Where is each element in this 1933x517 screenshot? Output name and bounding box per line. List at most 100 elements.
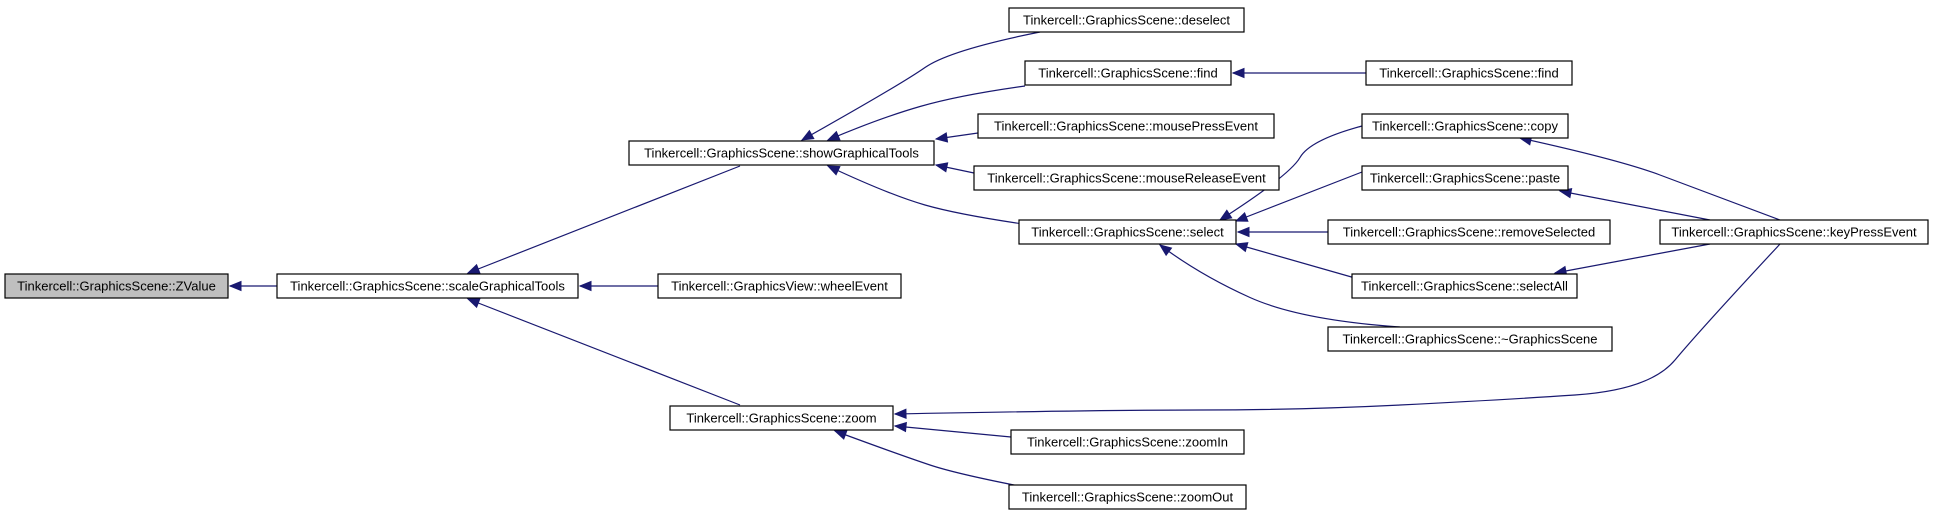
- edge-copy-to-select: [1218, 125, 1363, 221]
- arrowhead-icon: [1234, 211, 1249, 222]
- node-destructor[interactable]: Tinkercell::GraphicsScene::~GraphicsScen…: [1327, 326, 1613, 352]
- node-box[interactable]: [669, 405, 894, 431]
- edge-select-to-showGraphicalTools: [826, 165, 1031, 226]
- edge-line: [1219, 125, 1363, 221]
- edge-line: [894, 243, 1781, 415]
- edge-line: [1559, 190, 1711, 221]
- node-label: Tinkercell::GraphicsScene::zoom: [686, 411, 876, 426]
- node-label: Tinkercell::GraphicsScene::mouseReleaseE…: [987, 171, 1266, 186]
- node-label: Tinkercell::GraphicsScene::find: [1038, 66, 1217, 81]
- edge-line: [1159, 244, 1401, 328]
- node-showGraphicalTools[interactable]: Tinkercell::GraphicsScene::showGraphical…: [628, 140, 935, 166]
- edge-line: [1554, 243, 1711, 274]
- node-box[interactable]: [1361, 113, 1569, 139]
- edge-line: [894, 425, 1012, 438]
- node-box[interactable]: [657, 273, 902, 299]
- edge-keyPressEvent-to-paste: [1558, 188, 1711, 221]
- arrowhead-icon: [826, 165, 841, 176]
- node-box[interactable]: [1361, 165, 1569, 191]
- edge-wheelEvent-to-scaleGraphicalTools: [578, 280, 658, 292]
- node-mousePressEvent[interactable]: Tinkercell::GraphicsScene::mousePressEve…: [977, 113, 1275, 139]
- node-label: Tinkercell::GraphicsScene::scaleGraphica…: [290, 279, 565, 294]
- edge-line: [467, 165, 741, 274]
- node-box[interactable]: [1659, 219, 1929, 245]
- node-box[interactable]: [1018, 219, 1237, 245]
- node-zoomOut[interactable]: Tinkercell::GraphicsScene::zoomOut: [1008, 484, 1247, 510]
- node-label: Tinkercell::GraphicsScene::selectAll: [1361, 279, 1568, 294]
- node-box[interactable]: [1008, 484, 1247, 510]
- node-zoom[interactable]: Tinkercell::GraphicsScene::zoom: [669, 405, 894, 431]
- node-label: Tinkercell::GraphicsScene::zoomIn: [1027, 435, 1228, 450]
- arrowhead-icon: [893, 408, 907, 420]
- node-keyPressEvent[interactable]: Tinkercell::GraphicsScene::keyPressEvent: [1659, 219, 1929, 245]
- node-select[interactable]: Tinkercell::GraphicsScene::select: [1018, 219, 1237, 245]
- node-mouseReleaseEvent[interactable]: Tinkercell::GraphicsScene::mouseReleaseE…: [973, 165, 1280, 191]
- node-selectAll[interactable]: Tinkercell::GraphicsScene::selectAll: [1351, 273, 1578, 299]
- node-paste[interactable]: Tinkercell::GraphicsScene::paste: [1361, 165, 1569, 191]
- edge-line: [827, 85, 1026, 141]
- node-box[interactable]: [1024, 60, 1232, 86]
- edge-line: [1519, 137, 1781, 221]
- node-find2[interactable]: Tinkercell::GraphicsScene::find: [1365, 60, 1573, 86]
- edge-mousePressEvent-to-showGraphicalTools: [934, 132, 979, 143]
- node-box[interactable]: [1327, 326, 1613, 352]
- arrowhead-icon: [466, 298, 481, 309]
- edge-removeSelected-to-select: [1236, 226, 1328, 238]
- node-zvalue[interactable]: Tinkercell::GraphicsScene::ZValue: [4, 273, 229, 299]
- node-label: Tinkercell::GraphicsScene::removeSelecte…: [1343, 225, 1595, 240]
- node-label: Tinkercell::GraphicsScene::ZValue: [17, 279, 216, 294]
- arrowhead-icon: [934, 162, 949, 173]
- node-box[interactable]: [973, 165, 1280, 191]
- arrowhead-icon: [466, 263, 481, 274]
- node-box[interactable]: [1010, 429, 1245, 455]
- edge-showGraphicalTools-to-scaleGraphicalTools: [466, 165, 741, 274]
- arrowhead-icon: [1158, 244, 1173, 257]
- node-box[interactable]: [4, 273, 229, 299]
- node-label: Tinkercell::GraphicsScene::~GraphicsScen…: [1343, 332, 1598, 347]
- node-box[interactable]: [1351, 273, 1578, 299]
- arrowhead-icon: [800, 129, 815, 141]
- edge-line: [827, 165, 1031, 226]
- node-label: Tinkercell::GraphicsScene::find: [1379, 66, 1558, 81]
- edge-find2-to-find1: [1231, 67, 1366, 79]
- arrowhead-icon: [934, 132, 949, 143]
- node-box[interactable]: [1365, 60, 1573, 86]
- node-zoomIn[interactable]: Tinkercell::GraphicsScene::zoomIn: [1010, 429, 1245, 455]
- node-removeSelected[interactable]: Tinkercell::GraphicsScene::removeSelecte…: [1327, 219, 1611, 245]
- edge-deselect-to-showGraphicalTools: [800, 31, 1041, 141]
- arrowhead-icon: [1234, 242, 1249, 253]
- edge-destructor-to-select: [1158, 244, 1401, 328]
- edge-zoomOut-to-zoom: [833, 430, 1041, 491]
- edge-line: [1235, 243, 1363, 281]
- node-label: Tinkercell::GraphicsScene::keyPressEvent: [1671, 225, 1917, 240]
- node-box[interactable]: [977, 113, 1275, 139]
- arrowhead-icon: [1231, 67, 1245, 79]
- node-scaleGraphicalTools[interactable]: Tinkercell::GraphicsScene::scaleGraphica…: [276, 273, 579, 299]
- arrowhead-icon: [826, 130, 841, 141]
- node-label: Tinkercell::GraphicsScene::select: [1031, 225, 1224, 240]
- node-box[interactable]: [1327, 219, 1611, 245]
- node-label: Tinkercell::GraphicsView::wheelEvent: [671, 279, 888, 294]
- arrowhead-icon: [893, 421, 907, 433]
- edge-keyPressEvent-to-selectAll: [1553, 243, 1711, 277]
- edge-line: [467, 298, 741, 406]
- node-label: Tinkercell::GraphicsScene::showGraphical…: [644, 146, 919, 161]
- node-box[interactable]: [1008, 7, 1245, 33]
- edge-keyPressEvent-to-zoom: [893, 243, 1781, 420]
- node-box[interactable]: [628, 140, 935, 166]
- node-box[interactable]: [276, 273, 579, 299]
- node-wheelEvent[interactable]: Tinkercell::GraphicsView::wheelEvent: [657, 273, 902, 299]
- node-find1[interactable]: Tinkercell::GraphicsScene::find: [1024, 60, 1232, 86]
- node-label: Tinkercell::GraphicsScene::zoomOut: [1022, 490, 1234, 505]
- edge-line: [834, 430, 1041, 491]
- edges-layer: [228, 31, 1781, 491]
- edge-line: [801, 31, 1041, 141]
- edge-mouseReleaseEvent-to-showGraphicalTools: [934, 162, 975, 174]
- arrowhead-icon: [228, 280, 242, 292]
- node-deselect[interactable]: Tinkercell::GraphicsScene::deselect: [1008, 7, 1245, 33]
- node-copy[interactable]: Tinkercell::GraphicsScene::copy: [1361, 113, 1569, 139]
- node-label: Tinkercell::GraphicsScene::mousePressEve…: [994, 119, 1258, 134]
- edge-selectAll-to-select: [1234, 242, 1363, 281]
